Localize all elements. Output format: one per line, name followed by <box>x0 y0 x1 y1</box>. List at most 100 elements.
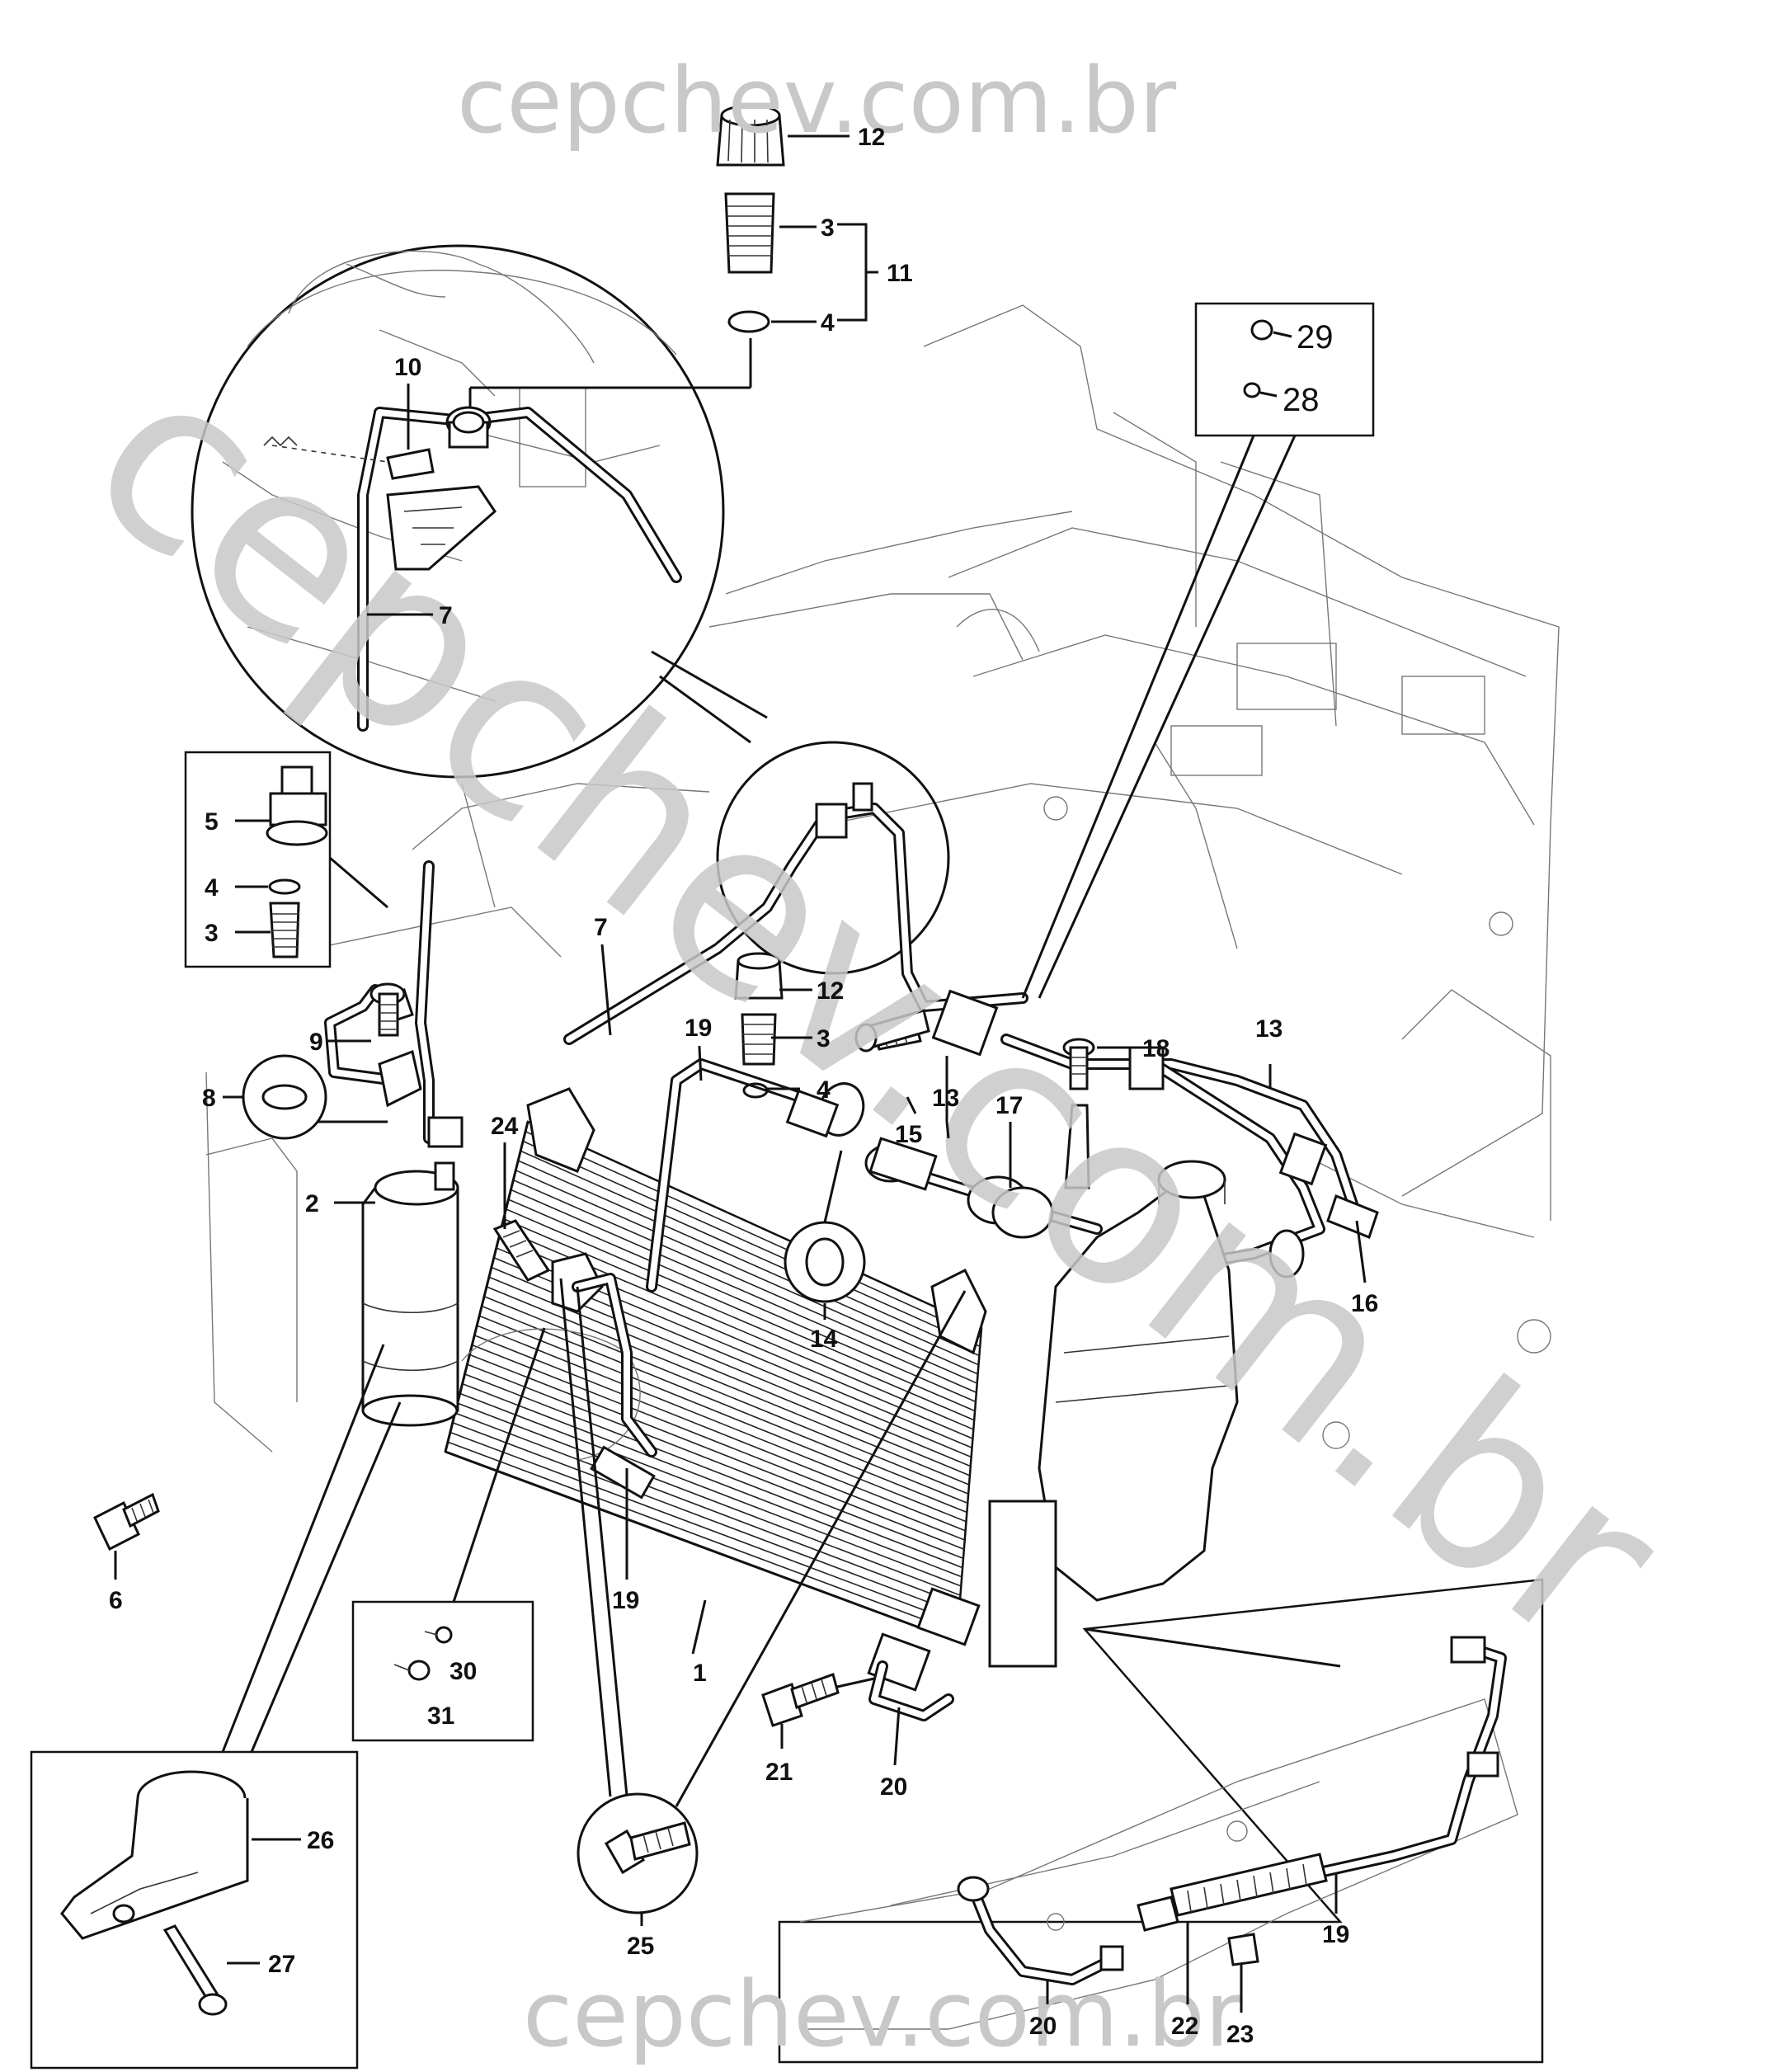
callout-19-inset: 19 <box>1322 1921 1349 1948</box>
condenser-fin <box>464 1373 963 1569</box>
receiver-dryer-2 <box>361 1161 459 1427</box>
callout-24: 24 <box>491 1113 519 1140</box>
callout-19-top: 19 <box>685 1015 712 1042</box>
vehicle-body-outline <box>205 304 1560 1453</box>
callout-23: 23 <box>1226 2021 1254 2048</box>
condenser-fin <box>469 1354 965 1550</box>
callout-31: 31 <box>427 1702 454 1730</box>
condenser-fin <box>520 1150 980 1357</box>
callout-16: 16 <box>1351 1290 1378 1317</box>
bolt-6 <box>93 1492 160 1552</box>
callout-3-mid: 3 <box>817 1025 831 1052</box>
condenser-fin <box>447 1441 958 1633</box>
condenser-fin <box>503 1217 975 1421</box>
callout-2: 2 <box>305 1190 319 1217</box>
condenser-fin <box>472 1344 966 1541</box>
valve-stack-mid <box>734 952 784 1099</box>
callout-14: 14 <box>810 1326 838 1353</box>
condenser-fin <box>486 1286 970 1486</box>
callout-19-mid: 19 <box>612 1587 639 1614</box>
callout-9: 9 <box>309 1029 323 1056</box>
condenser-fin <box>459 1392 962 1587</box>
condenser-fin <box>454 1412 960 1606</box>
condenser-fin <box>522 1140 981 1348</box>
callout-25: 25 <box>627 1933 654 1960</box>
callout-7-inset: 7 <box>439 602 453 629</box>
clamp-box-26-27 <box>30 1344 402 2070</box>
callout-3-switch: 3 <box>205 920 219 947</box>
callout-27: 27 <box>268 1951 295 1978</box>
washer-box-30-31 <box>351 1327 546 1742</box>
callout-7-pipe: 7 <box>594 914 608 941</box>
hose-13 <box>931 989 1379 1279</box>
dryer-pipe <box>324 860 464 1148</box>
callout-3-top: 3 <box>821 214 835 242</box>
o-ring-box-28-29 <box>1021 302 1375 999</box>
condenser-fin <box>517 1160 979 1366</box>
detail-magnifier-inset <box>191 244 725 779</box>
callout-22: 22 <box>1171 2013 1198 2040</box>
bolt-18 <box>1062 1038 1095 1189</box>
callout-4-top: 4 <box>821 309 835 337</box>
expansion-tank <box>988 1160 1239 1668</box>
callout-1: 1 <box>693 1660 707 1687</box>
callout-8: 8 <box>202 1085 216 1112</box>
bolt-24 <box>492 1219 551 1282</box>
condenser-fin <box>506 1208 976 1412</box>
callout-labels: 12 3 4 11 10 7 29 28 5 4 3 7 9 8 12 3 4 … <box>109 124 1378 2048</box>
pipe-7 <box>563 782 1028 1045</box>
callout-6: 6 <box>109 1587 123 1614</box>
bolt-25-detail <box>559 1278 967 1914</box>
condenser-fin <box>525 1131 981 1338</box>
callout-13-mid: 13 <box>932 1085 959 1112</box>
callout-17: 17 <box>995 1092 1023 1119</box>
condenser-1 <box>444 1087 987 1692</box>
callout-5: 5 <box>205 808 219 836</box>
callout-20-main: 20 <box>880 1773 907 1801</box>
condenser-fin <box>511 1189 977 1393</box>
condenser-fin <box>452 1421 959 1615</box>
condenser-fin <box>515 1170 978 1375</box>
hose-17-fitting <box>864 1021 1103 1239</box>
condenser-fin <box>457 1402 961 1596</box>
callout-12-mid: 12 <box>817 977 844 1005</box>
bolt-9 <box>369 982 406 1037</box>
callout-15: 15 <box>895 1121 922 1148</box>
callout-12-top: 12 <box>858 124 885 151</box>
callout-28: 28 <box>1283 382 1320 418</box>
condenser-fin <box>462 1382 963 1578</box>
magnifier-link-bottom <box>659 675 751 744</box>
callout-21: 21 <box>765 1759 793 1786</box>
callout-11: 11 <box>887 260 913 287</box>
condenser-fin <box>513 1179 978 1384</box>
o-ring-8-detail <box>242 1054 388 1140</box>
detail-source-circle <box>716 741 950 975</box>
callout-29: 29 <box>1297 319 1334 356</box>
bolt-21 <box>761 1673 840 1727</box>
callout-26: 26 <box>307 1827 334 1854</box>
condenser-fin <box>508 1198 977 1403</box>
callout-10: 10 <box>394 354 421 381</box>
condenser-fin <box>481 1305 968 1505</box>
watermark-bottom: cepchev.com.br <box>523 1961 1243 2067</box>
valve-stack-top <box>468 104 785 408</box>
condenser-fin <box>476 1325 967 1523</box>
callout-20-inset: 20 <box>1029 2013 1057 2040</box>
callout-18: 18 <box>1142 1035 1170 1062</box>
callout-30: 30 <box>449 1658 477 1685</box>
watermark-top: cepchev.com.br <box>457 48 1177 153</box>
condenser-fin <box>467 1363 964 1560</box>
condenser-fin <box>449 1431 959 1624</box>
condenser-fin <box>473 1335 966 1532</box>
callout-13-right: 13 <box>1255 1015 1283 1043</box>
bolt-15 <box>854 1009 930 1052</box>
lower-right-pipe-inset <box>778 1578 1544 2064</box>
callout-4-switch: 4 <box>205 874 219 902</box>
callout-4-mid: 4 <box>817 1076 831 1104</box>
condenser-fin <box>488 1276 971 1476</box>
o-ring-14-detail <box>784 1150 866 1303</box>
magnifier-link-top <box>651 650 768 719</box>
condenser-fin <box>478 1315 967 1514</box>
leader-lines <box>114 134 1367 2013</box>
